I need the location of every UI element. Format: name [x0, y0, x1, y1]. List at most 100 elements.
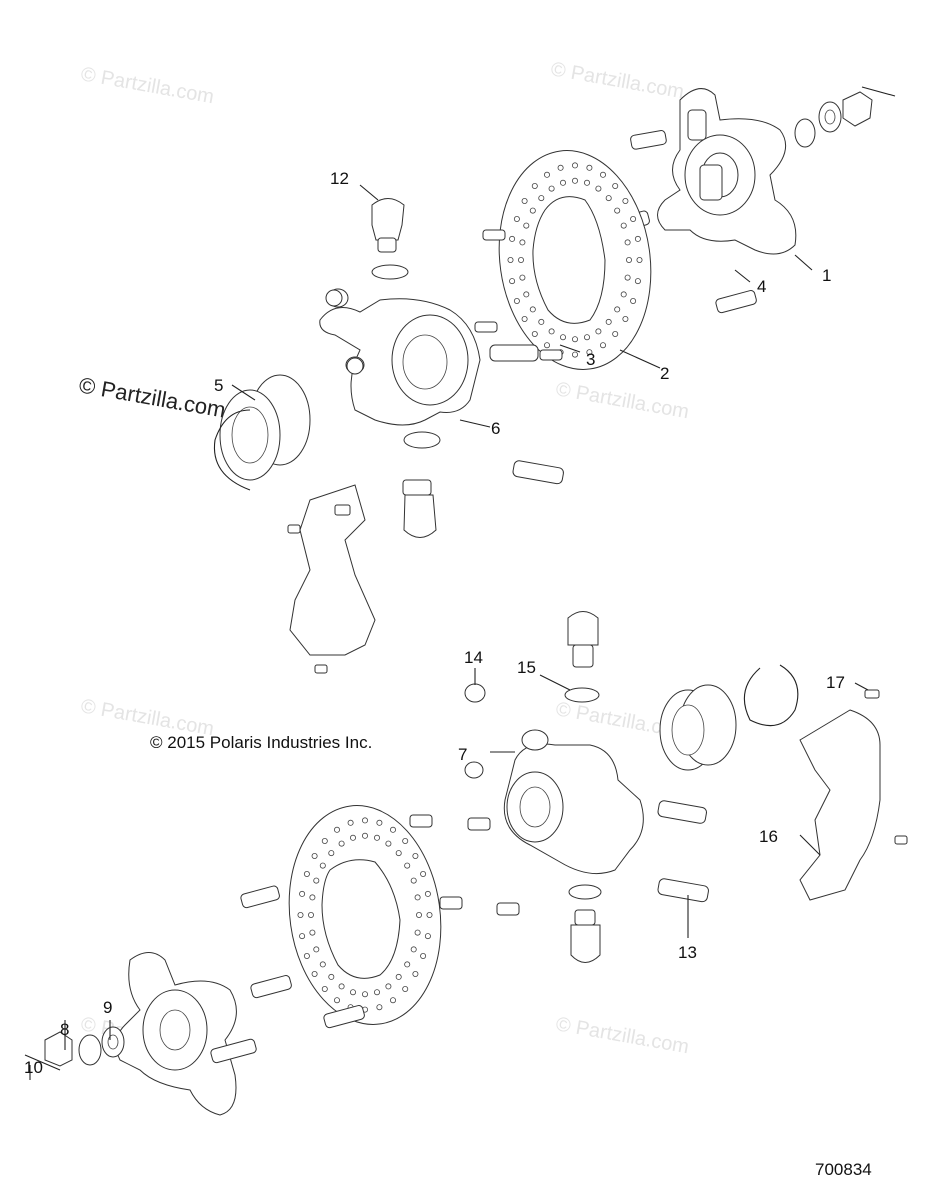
rotor-hole [529, 306, 536, 313]
rotor-hole [424, 890, 431, 897]
knuckle-bolt-upper [489, 344, 539, 362]
rotor-hole [338, 840, 345, 847]
ball-joint-upper-lower [402, 431, 441, 538]
hub-lower [115, 952, 257, 1116]
callout-7: 7 [458, 745, 467, 764]
nut-upper [325, 289, 343, 307]
rotor-hole [402, 986, 409, 993]
rotor-hole [349, 834, 356, 841]
rotor-holes [297, 817, 433, 1013]
rotor-hole [410, 877, 417, 884]
brake-rotor-lower [288, 805, 442, 1025]
rotor-hole [395, 973, 402, 980]
callout-4: 4 [757, 277, 766, 296]
retaining-ring-upper [213, 409, 251, 491]
rotor-hole [513, 297, 520, 304]
rotor-hole [521, 197, 528, 204]
rotor-hole [361, 817, 368, 824]
nut-lower [464, 683, 486, 703]
callout-5: 5 [214, 376, 223, 395]
rotor-hole [321, 838, 328, 845]
rotor-hole [630, 215, 637, 222]
bracket-screw-lower [864, 689, 880, 699]
rotor-hole [626, 256, 633, 263]
retaining-ring-lower [743, 664, 799, 727]
rotor-hole [509, 235, 516, 242]
callout-12: 12 [330, 169, 349, 188]
brake-rotor-upper [498, 150, 652, 370]
rotor-hole [410, 946, 417, 953]
rotor-hole [420, 871, 427, 878]
rotor-hole [299, 890, 306, 897]
rotor-hole [402, 838, 409, 845]
caliper-bracket-lower [799, 709, 881, 901]
rotor-hole [538, 318, 545, 325]
rotor-hole [600, 342, 607, 349]
rotor-hole [584, 334, 591, 341]
knuckle-bolt-upper-2 [512, 460, 564, 485]
rotor-hole [548, 328, 555, 335]
steering-knuckle-lower [503, 729, 644, 875]
callout-14: 14 [464, 648, 483, 667]
callout-13: 13 [678, 943, 697, 962]
rotor-hole [521, 315, 528, 322]
nut-lower-2 [464, 761, 484, 779]
rotor-hole [333, 997, 340, 1004]
rotor-hole [389, 997, 396, 1004]
rotor-hole [309, 929, 316, 936]
rotor-hole [507, 256, 514, 263]
rotor-hole [347, 819, 354, 826]
rotor-holes [507, 162, 643, 358]
wheel-studs-lower [240, 885, 365, 1029]
rotor-hole [328, 973, 335, 980]
callout-1: 1 [822, 266, 831, 285]
rotor-hole [509, 278, 516, 285]
rotor-hole [333, 826, 340, 833]
rotor-hole [518, 256, 525, 263]
leader-lines [29, 184, 869, 1080]
rotor-hole [376, 819, 383, 826]
rotor-hole [319, 961, 326, 968]
copyright-notice: © 2015 Polaris Industries Inc. [150, 733, 373, 752]
rotor-hole [385, 840, 392, 847]
rotor-hole [311, 971, 318, 978]
rotor-hole [361, 832, 368, 839]
rotor-hole [513, 215, 520, 222]
rotor-hole [630, 297, 637, 304]
rotor-hole [544, 342, 551, 349]
rotor-hole [299, 933, 306, 940]
nut-upper-2 [346, 357, 364, 375]
hub-upper [657, 88, 797, 255]
ball-joint-upper [371, 198, 409, 280]
rotor-hole [636, 256, 643, 263]
watermark-dark: © Partzilla.com [77, 372, 227, 422]
rotor-hole [572, 351, 579, 358]
figure-number: 700834 [815, 1160, 872, 1179]
rotor-hole [412, 971, 419, 978]
rotor-hole [404, 961, 411, 968]
rotor-hole [620, 291, 627, 298]
rotor-hole [544, 171, 551, 178]
wheel-bearing-upper [219, 374, 311, 481]
callout-8: 8 [60, 1020, 69, 1039]
rotor-hole [321, 986, 328, 993]
rotor-hole [424, 933, 431, 940]
callout-16: 16 [759, 827, 778, 846]
rotor-hole [531, 330, 538, 337]
rotor-hole [311, 853, 318, 860]
rotor-hole [548, 185, 555, 192]
callout-10: 10 [24, 1058, 43, 1077]
callout-labels: 1 2 3 4 5 6 7 8 9 10 12 13 14 15 16 17 [24, 169, 845, 1077]
rotor-hole [523, 222, 530, 229]
rotor-hole [303, 953, 310, 960]
rotor-hole [519, 274, 526, 281]
rotor-hole [622, 197, 629, 204]
callout-15: 15 [517, 658, 536, 677]
rotor-hole [307, 912, 314, 919]
watermark: © Partzilla.com [79, 63, 216, 108]
rotor-hole [361, 991, 368, 998]
rotor-hole [395, 850, 402, 857]
rotor-hole [560, 179, 567, 186]
rotor-hole [531, 182, 538, 189]
